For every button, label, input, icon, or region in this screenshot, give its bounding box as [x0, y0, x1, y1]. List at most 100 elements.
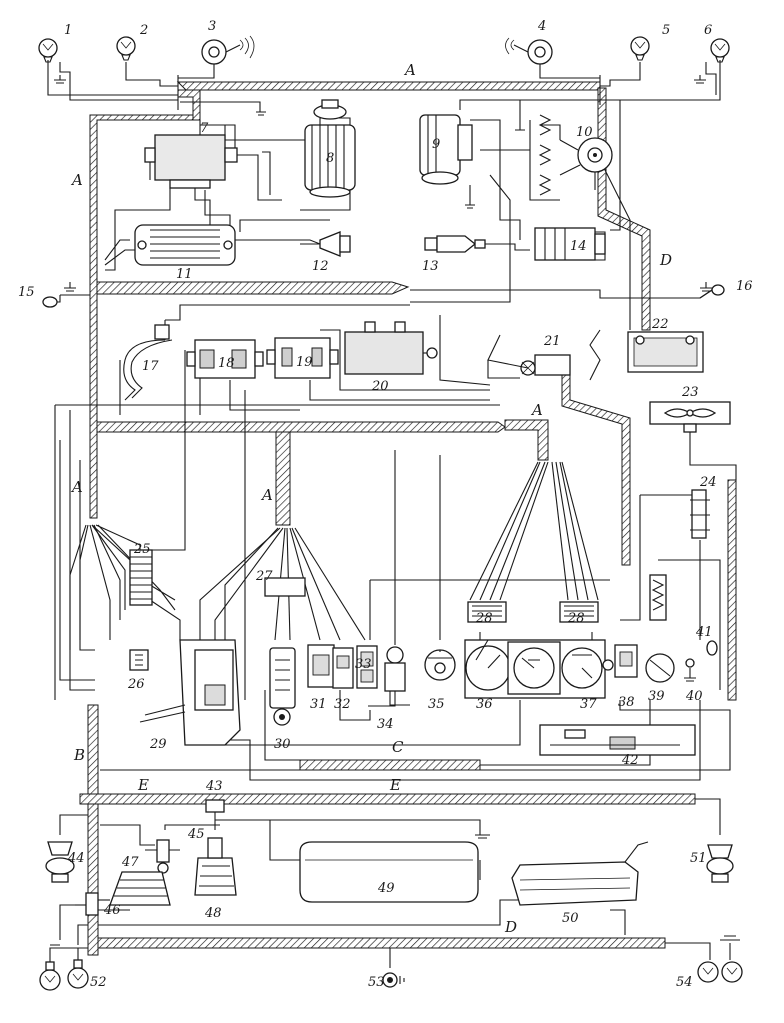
fuel-tank-49-symbol	[299, 841, 479, 903]
number-label-17: 17	[142, 359, 159, 374]
number-label-29: 29	[149, 737, 167, 752]
number-label-48: 48	[204, 906, 222, 921]
number-label-43: 43	[205, 779, 223, 794]
wires	[47, 60, 740, 968]
harness-b	[87, 704, 99, 956]
number-label-46: 46	[103, 903, 121, 918]
heater-resistor-39-symbol	[645, 574, 675, 683]
relay-19-symbol	[266, 337, 339, 379]
harness-label-a-mid: A	[530, 401, 543, 419]
number-label-41: 41	[695, 625, 713, 640]
harness-a-mid	[96, 281, 410, 295]
number-label-15: 15	[18, 285, 35, 300]
number-label-13: 13	[422, 259, 439, 274]
lamp-1-symbol	[38, 38, 58, 63]
number-label-9: 9	[432, 137, 440, 152]
harness-label-d-bottom: D	[504, 918, 517, 936]
control-panel-42-symbol	[539, 724, 696, 756]
number-label-3: 3	[208, 19, 216, 34]
number-label-18: 18	[218, 356, 235, 371]
number-label-47: 47	[121, 855, 139, 870]
number-label-24: 24	[699, 475, 717, 490]
number-label-1: 1	[64, 23, 72, 38]
lamp-44-symbol	[45, 841, 75, 883]
harness-a-lower	[96, 421, 506, 433]
harness-label-e-left: E	[137, 776, 149, 794]
lamp-48-symbol	[194, 837, 237, 896]
connector-26-symbol	[129, 649, 149, 671]
number-label-5: 5	[662, 23, 670, 38]
horn-4-symbol	[505, 37, 553, 65]
number-label-35: 35	[428, 697, 445, 712]
component-numbers: 1 2 3 4 5 6 7 8 9 10 11 12 13 14 15 16 1…	[18, 19, 753, 990]
harness-d-bottom	[97, 937, 666, 949]
battery-22-symbol	[627, 331, 704, 373]
number-label-54: 54	[676, 975, 693, 990]
horn-3-symbol	[201, 35, 255, 65]
lamps-52-symbol	[39, 947, 89, 991]
lamp-51-symbol	[706, 844, 734, 883]
number-label-14: 14	[570, 239, 587, 254]
harness-label-a-left: A	[70, 171, 83, 189]
number-label-12: 12	[312, 259, 329, 274]
sender-53-symbol	[382, 972, 405, 988]
gauge-connector-28-right-symbol	[559, 601, 599, 623]
switch-32-symbol	[332, 647, 354, 689]
harness-a-top	[176, 81, 601, 91]
number-label-49: 49	[377, 881, 395, 896]
number-label-44: 44	[67, 851, 85, 866]
switch-33-symbol	[356, 645, 378, 689]
number-label-30: 30	[274, 737, 291, 752]
number-label-32: 32	[334, 697, 351, 712]
generator-8-symbol	[304, 99, 356, 198]
harness-label-a-top: A	[403, 61, 416, 79]
lamps-54-symbol	[697, 961, 743, 983]
number-label-28-left: 28	[475, 611, 493, 626]
lamp-47-symbol	[109, 871, 171, 906]
number-label-23: 23	[681, 385, 699, 400]
harness-label-d-right: D	[659, 251, 672, 269]
gauge-35-symbol	[424, 649, 456, 681]
number-label-40: 40	[685, 689, 703, 704]
connector-46-symbol	[85, 892, 99, 916]
number-label-10: 10	[576, 125, 593, 140]
number-label-25: 25	[133, 542, 151, 557]
lamp-16-symbol	[699, 284, 725, 299]
sensor-40-symbol	[684, 658, 696, 682]
combination-switch-29-symbol	[139, 639, 241, 746]
number-label-6: 6	[704, 23, 712, 38]
ignition-coil-9-symbol	[419, 114, 473, 185]
number-label-45: 45	[187, 827, 205, 842]
switch-24-symbol	[690, 489, 710, 539]
number-label-19: 19	[296, 355, 313, 370]
wiper-motor-21-symbol	[487, 329, 601, 381]
number-label-42: 42	[621, 753, 639, 768]
number-label-52: 52	[90, 975, 107, 990]
number-label-27: 27	[255, 569, 273, 584]
instrument-cluster-36-37-symbol	[464, 632, 614, 699]
number-label-33: 33	[355, 657, 372, 672]
number-label-20: 20	[371, 379, 389, 394]
relay-18-symbol	[186, 339, 264, 379]
harness-label-a-left-lower: A	[70, 478, 83, 496]
indicator-30-symbol	[269, 647, 296, 726]
number-label-39: 39	[648, 689, 665, 704]
harness-d-right	[597, 87, 651, 331]
number-label-37: 37	[580, 697, 597, 712]
number-label-8: 8	[326, 151, 334, 166]
lamp-6-symbol	[710, 38, 730, 63]
fuse-block-11-symbol	[134, 224, 236, 266]
sender-12-symbol	[319, 231, 351, 257]
heater-fan-23-symbol	[649, 401, 731, 433]
distributor-10-symbol	[559, 137, 613, 190]
harness-c	[299, 759, 481, 771]
lamp-2-symbol	[116, 36, 136, 61]
number-label-51: 51	[690, 851, 707, 866]
number-label-21: 21	[543, 334, 561, 349]
spark-plugs-symbol	[538, 114, 561, 196]
number-label-2: 2	[139, 23, 148, 38]
number-label-22: 22	[651, 317, 669, 332]
harness-e	[79, 793, 696, 805]
sender-13-symbol	[424, 235, 486, 253]
